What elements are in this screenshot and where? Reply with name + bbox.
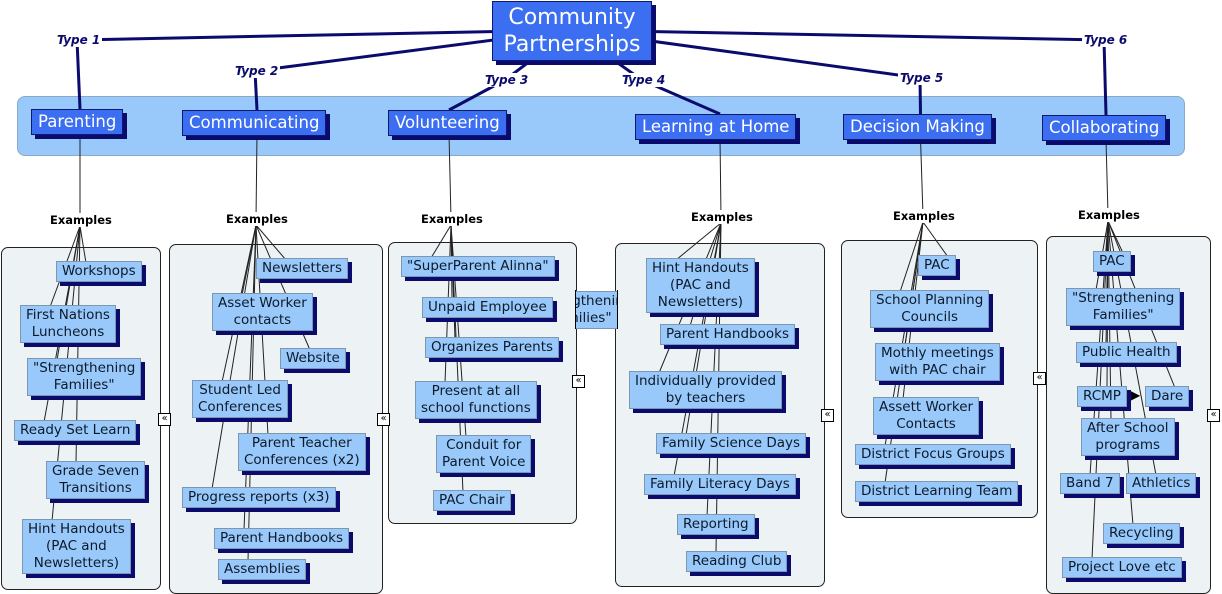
category-node-parenting[interactable]: Parenting	[31, 109, 124, 135]
example-node[interactable]: Present at all school functions	[415, 381, 537, 419]
example-node[interactable]: First Nations Luncheons	[20, 305, 116, 343]
example-node[interactable]: After School programs	[1081, 418, 1175, 456]
type-label-communicating: Type 2	[233, 64, 281, 78]
example-node[interactable]: Athletics	[1126, 473, 1197, 494]
example-node[interactable]: Project Love etc	[1062, 557, 1182, 578]
example-node[interactable]: "Strengthening Families"	[27, 358, 142, 396]
example-node[interactable]: Public Health	[1076, 342, 1177, 363]
collapse-icon[interactable]: «	[1207, 409, 1220, 422]
category-node-collaborating[interactable]: Collaborating	[1042, 115, 1167, 141]
type-label-volunteering: Type 3	[483, 73, 531, 87]
example-node[interactable]: Assett Worker Contacts	[873, 397, 980, 435]
example-node[interactable]: District Learning Team	[855, 481, 1019, 502]
example-node[interactable]: Band 7	[1060, 473, 1120, 494]
example-node[interactable]: Recycling	[1103, 523, 1180, 544]
category-node-decision-making[interactable]: Decision Making	[843, 114, 992, 140]
examples-label-volunteering: Examples	[419, 212, 485, 226]
example-node[interactable]: Progress reports (x3)	[182, 487, 336, 508]
example-node[interactable]: Asset Worker contacts	[212, 293, 313, 331]
example-node[interactable]: Newsletters	[256, 258, 349, 279]
example-node[interactable]: Parent Handbooks	[660, 324, 795, 345]
overlapped-node-clip: "Strengthening Families"	[575, 290, 618, 329]
example-node[interactable]: Mothly meetings with PAC chair	[875, 343, 1000, 381]
example-node[interactable]: School Planning Councils	[870, 290, 990, 328]
examples-label-parenting: Examples	[48, 213, 114, 227]
type-label-learning-at-home: Type 4	[620, 73, 668, 87]
examples-label-collaborating: Examples	[1076, 208, 1142, 222]
root-node-community-partnerships[interactable]: Community Partnerships	[492, 1, 652, 61]
example-node[interactable]: "SuperParent Alinna"	[401, 256, 555, 277]
collapse-icon[interactable]: «	[158, 413, 171, 426]
arrow-right-icon: ▶	[1131, 388, 1141, 402]
example-node[interactable]: Parent Teacher Conferences (x2)	[238, 433, 366, 471]
example-node[interactable]: Grade Seven Transitions	[46, 461, 146, 499]
type-label-parenting: Type 1	[55, 33, 103, 47]
example-node[interactable]: PAC Chair	[433, 490, 511, 511]
example-node[interactable]: Reporting	[677, 514, 755, 535]
example-node[interactable]: Family Literacy Days	[644, 474, 796, 495]
example-node[interactable]: PAC	[1093, 251, 1131, 272]
example-node[interactable]: Assemblies	[218, 559, 307, 580]
type-label-collaborating: Type 6	[1082, 33, 1130, 47]
example-node[interactable]: Hint Handouts (PAC and Newsletters)	[646, 258, 755, 313]
collapse-icon[interactable]: «	[1033, 372, 1046, 385]
example-node[interactable]: Parent Handbooks	[214, 528, 349, 549]
collapse-icon[interactable]: «	[377, 413, 390, 426]
example-node[interactable]: Reading Club	[686, 551, 788, 572]
example-node[interactable]: District Focus Groups	[855, 444, 1011, 465]
example-node[interactable]: Unpaid Employee	[422, 297, 553, 318]
category-node-communicating[interactable]: Communicating	[182, 110, 327, 136]
examples-label-decision-making: Examples	[891, 209, 957, 223]
example-node[interactable]: Workshops	[56, 261, 142, 282]
example-node[interactable]: RCMP	[1077, 386, 1127, 407]
example-node[interactable]: Hint Handouts (PAC and Newsletters)	[22, 519, 131, 574]
example-node[interactable]: Dare	[1145, 386, 1190, 407]
examples-label-learning-at-home: Examples	[689, 210, 755, 224]
examples-label-communicating: Examples	[224, 212, 290, 226]
example-node[interactable]: Conduit for Parent Voice	[436, 435, 532, 473]
example-node[interactable]: Student Led Conferences	[192, 380, 289, 418]
category-node-learning-at-home[interactable]: Learning at Home	[635, 114, 797, 140]
collapse-icon[interactable]: «	[572, 375, 585, 388]
collapse-icon[interactable]: «	[821, 409, 834, 422]
example-node[interactable]: "Strengthening Families"	[1066, 288, 1181, 326]
example-node[interactable]: Website	[280, 348, 346, 369]
type-label-decision-making: Type 5	[898, 71, 946, 85]
example-node[interactable]: Ready Set Learn	[14, 420, 137, 441]
example-node[interactable]: Individually provided by teachers	[629, 371, 783, 409]
root-label: Community Partnerships	[503, 5, 641, 57]
example-node[interactable]: Family Science Days	[656, 433, 807, 454]
overlapped-node-strengthening-families[interactable]: "Strengthening Families"	[576, 291, 617, 329]
example-node[interactable]: PAC	[918, 255, 956, 276]
example-node[interactable]: Organizes Parents	[425, 337, 560, 358]
category-node-volunteering[interactable]: Volunteering	[388, 110, 507, 136]
